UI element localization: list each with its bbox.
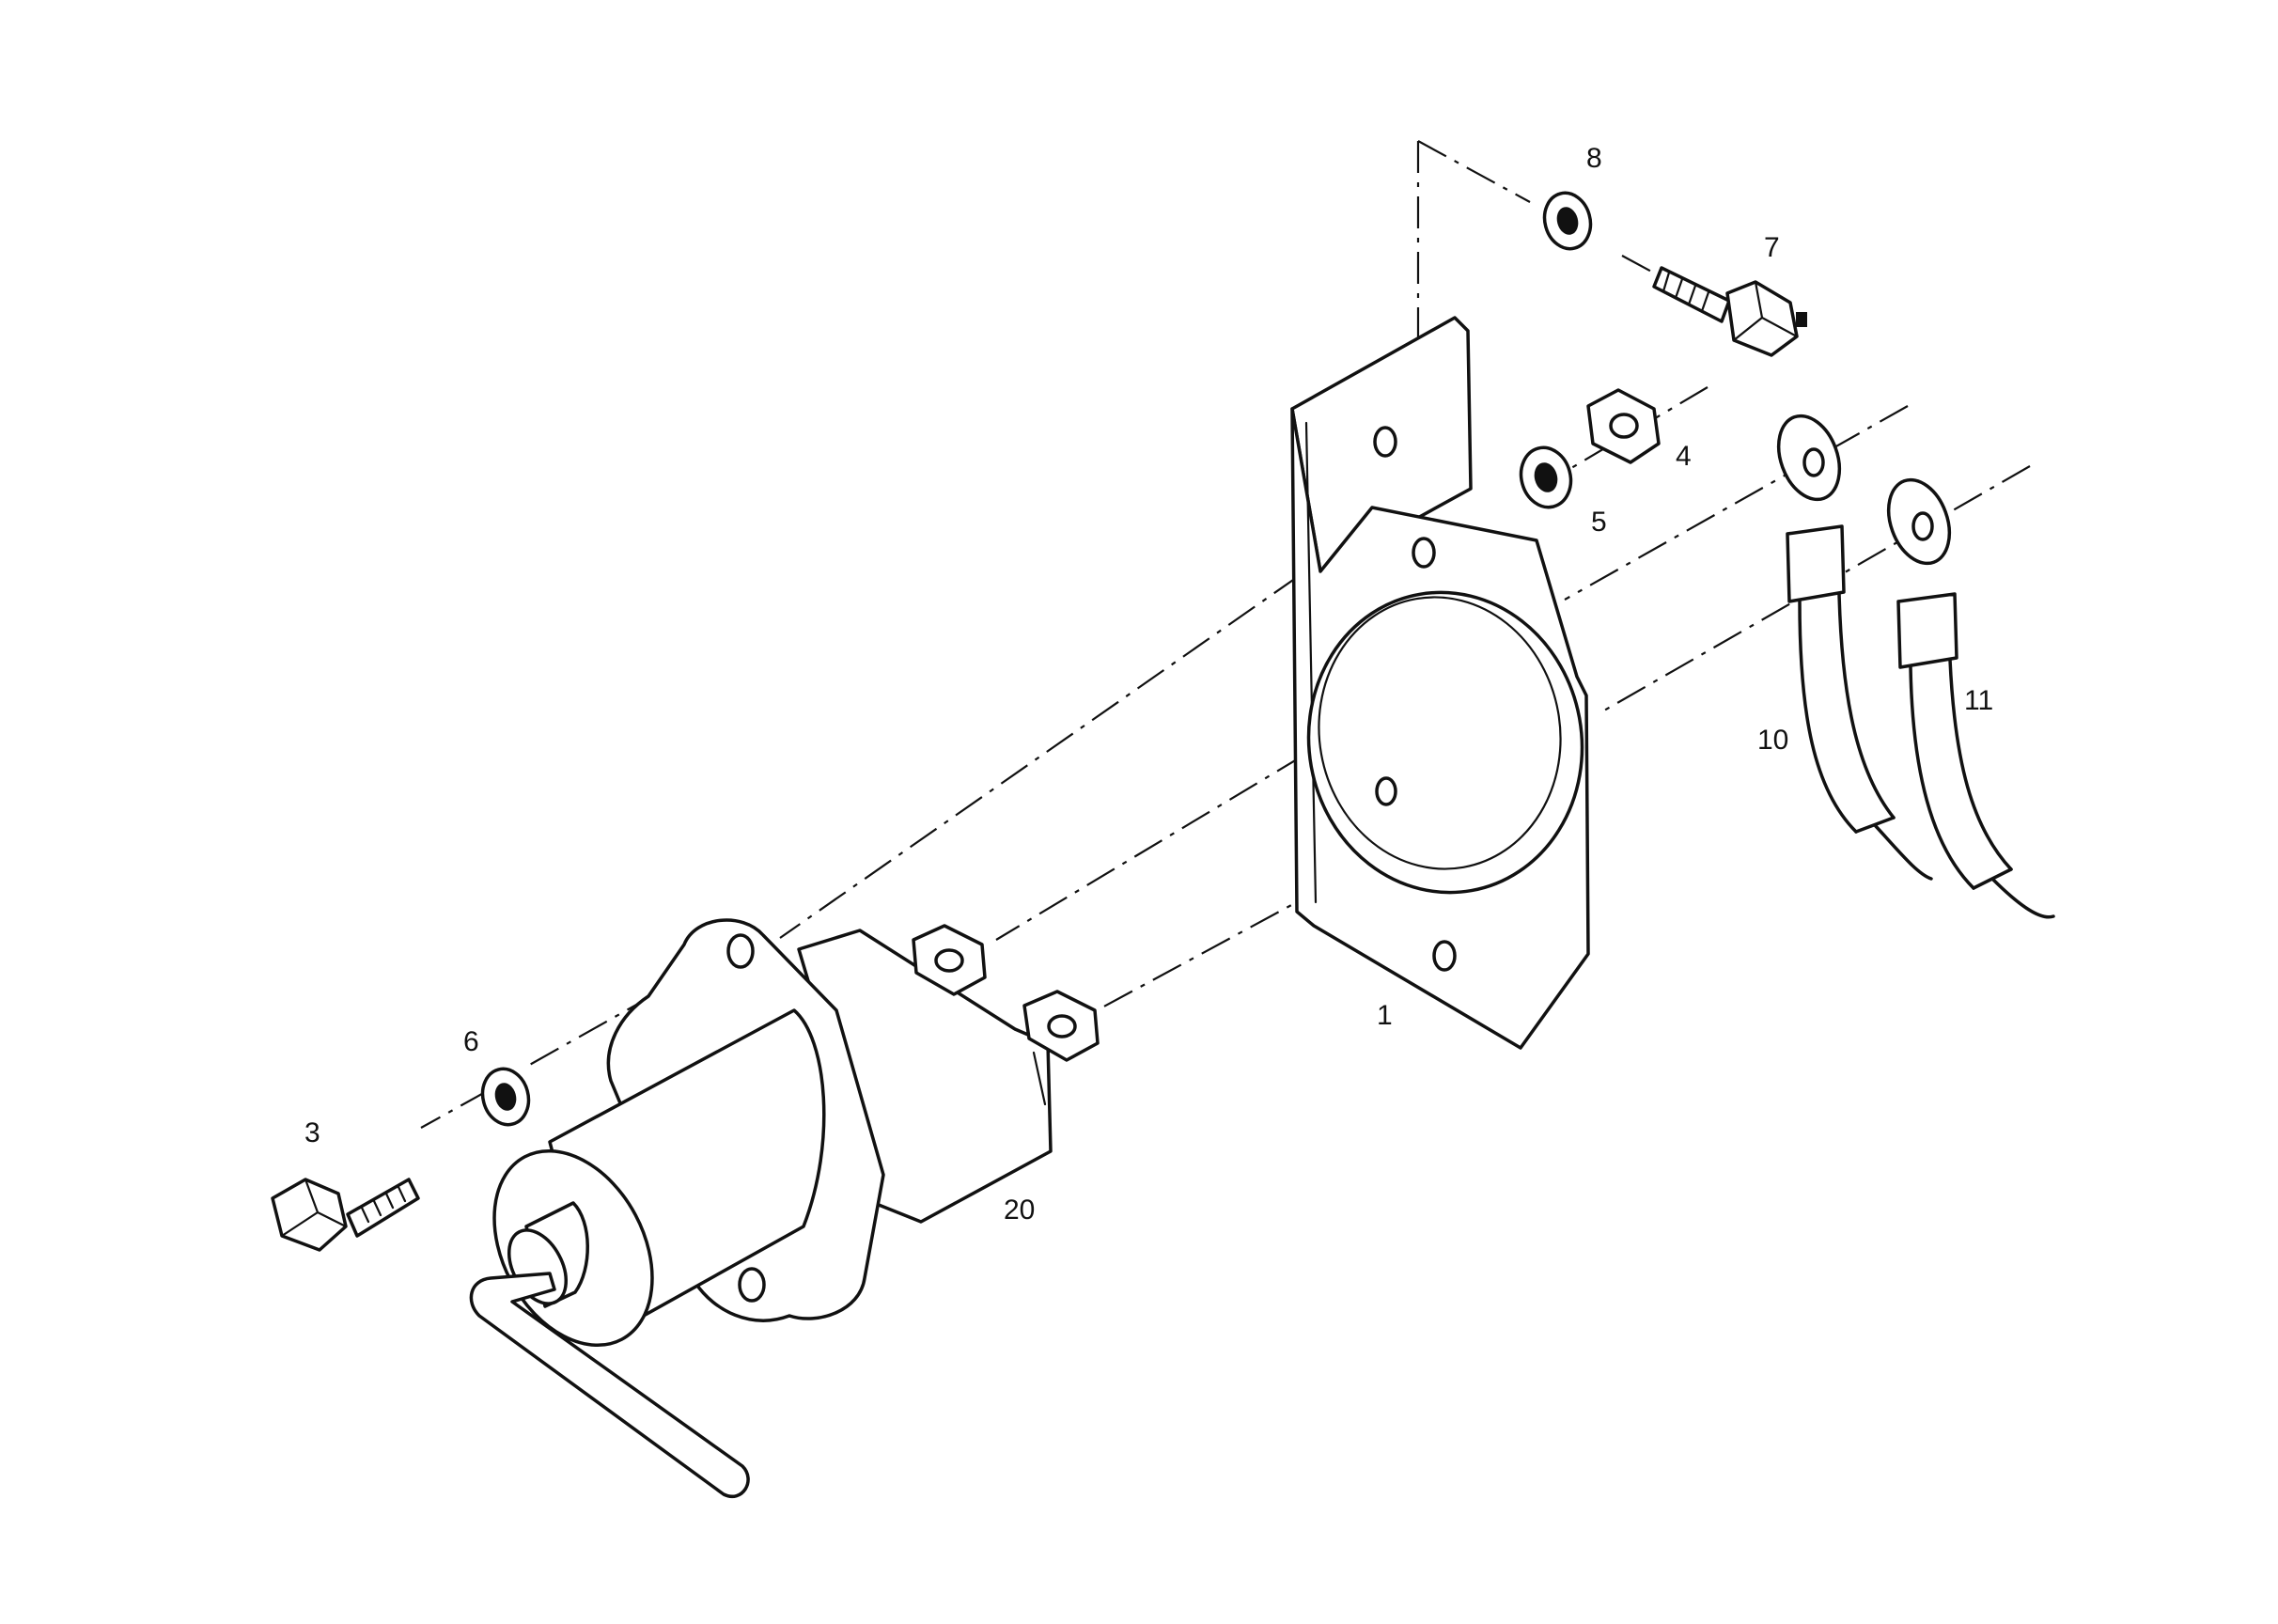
- solenoid: [469, 918, 1100, 1498]
- washer-5: [1519, 445, 1573, 509]
- washer-6: [480, 1067, 531, 1127]
- cable-10-sleeve: [1786, 524, 1846, 603]
- bracket-hole-top: [1373, 426, 1397, 458]
- cable-10-end: [1854, 816, 1933, 881]
- cable-11: [1886, 477, 2055, 919]
- mounting-bracket: [1290, 316, 1590, 1050]
- terminal-stud-upper: [934, 948, 964, 973]
- bolt-3: [271, 1178, 420, 1252]
- callout-11: 11: [1964, 685, 1993, 716]
- cable-11-sleeve: [1896, 592, 1958, 669]
- callout-1: 1: [1377, 1000, 1393, 1031]
- callout-10: 10: [1757, 725, 1788, 756]
- terminal-nut-upper: [912, 924, 987, 996]
- washer-8-hole: [1556, 207, 1579, 235]
- flange-hole-top: [726, 933, 755, 969]
- cable-10: [1776, 414, 1933, 881]
- washer-8: [1542, 191, 1593, 251]
- cable-11-end: [1972, 867, 2055, 919]
- cable-11-wire: [1909, 658, 2013, 890]
- centerline-top-bolt: [1417, 140, 1531, 203]
- bolt-7: [1652, 266, 1807, 357]
- callout-8: 8: [1586, 143, 1602, 174]
- callout-7: 7: [1764, 232, 1780, 263]
- terminal-stud-lower: [1047, 1014, 1077, 1038]
- centerline-lower-bolt-2: [420, 1089, 490, 1129]
- terminal-nut-lower: [1022, 990, 1100, 1062]
- bolt-7-head-facets: [1732, 280, 1799, 342]
- callout-3: 3: [304, 1117, 320, 1148]
- callout-4: 4: [1676, 441, 1692, 472]
- bracket-hole-bottom: [1432, 940, 1457, 972]
- bolt-7-threads: [1662, 271, 1710, 313]
- solenoid-lever-rod: [469, 1272, 750, 1498]
- bracket-hole-upper-right: [1412, 537, 1436, 569]
- bolt-7-tip-mark: [1796, 312, 1807, 327]
- cable-11-ring-lug: [1886, 477, 1952, 566]
- terminal-stud-lower-shaft: [1032, 1051, 1047, 1106]
- nut-4-body: [1586, 388, 1661, 464]
- bolt-3-head-facets: [280, 1178, 348, 1238]
- callout-5: 5: [1591, 507, 1607, 538]
- bracket-large-hole: [1306, 590, 1584, 895]
- callout-labels: 1 3 4 5 6 7 8 10 11 20: [304, 143, 1993, 1226]
- cable-11-ring-hole: [1911, 511, 1934, 541]
- centerline-mount-hole: [779, 542, 1347, 939]
- cable-10-ring-hole: [1802, 447, 1825, 477]
- nut-4: [1586, 388, 1661, 464]
- bolt-3-threads: [360, 1185, 407, 1224]
- nut-4-hole: [1609, 413, 1639, 439]
- bracket-hole-middle: [1375, 776, 1397, 806]
- flange-hole-bottom: [738, 1267, 766, 1303]
- cable-10-ring-lug: [1776, 414, 1842, 502]
- washer-6-hole: [494, 1083, 517, 1111]
- cable-10-wire: [1798, 592, 1896, 834]
- bracket-edge-line: [1304, 421, 1318, 904]
- bracket-hole-inner-rim: [1318, 596, 1562, 870]
- centerline-cable-10: [1564, 405, 1909, 601]
- callout-6: 6: [463, 1026, 479, 1057]
- callout-20: 20: [1004, 1195, 1035, 1226]
- washer-5-hole: [1534, 462, 1558, 492]
- bolt-3-shank: [346, 1178, 420, 1238]
